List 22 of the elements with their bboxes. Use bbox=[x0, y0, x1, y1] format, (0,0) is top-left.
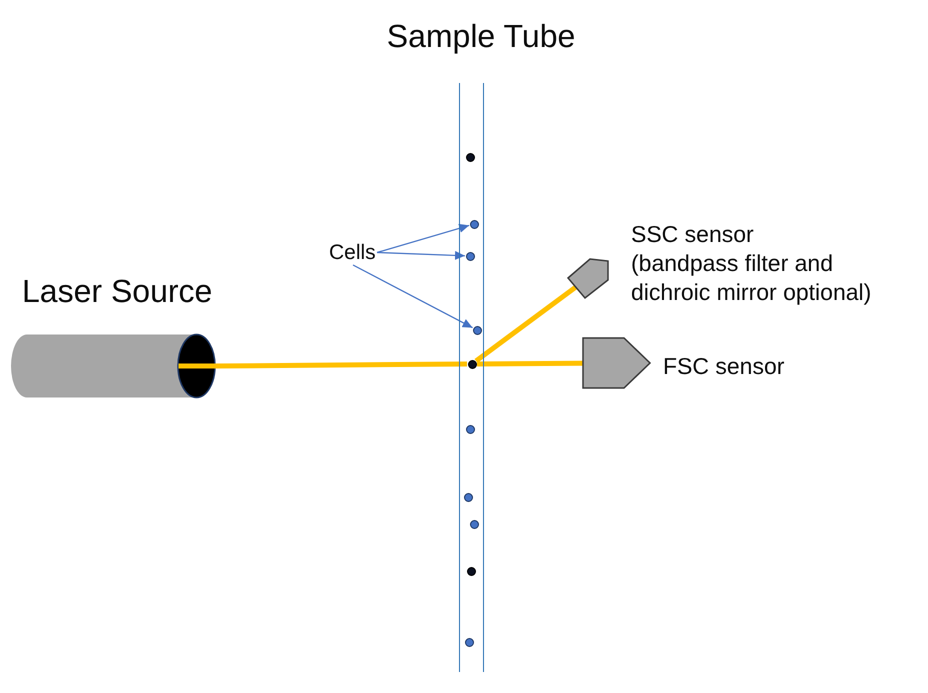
cell-dot bbox=[472, 326, 482, 334]
leader-arrow bbox=[352, 264, 473, 328]
callout-label: Cells bbox=[329, 240, 376, 265]
cell-dot bbox=[466, 252, 474, 260]
leader-arrow bbox=[376, 224, 470, 254]
sensor-label: FSC sensor bbox=[663, 352, 786, 381]
beam-line bbox=[216, 362, 468, 368]
tube-heading: Sample Tube bbox=[386, 18, 576, 55]
leader-arrow bbox=[376, 250, 466, 260]
cell-dot bbox=[468, 360, 476, 368]
laser-heading: Laser Source bbox=[22, 273, 212, 310]
cell-dot bbox=[470, 220, 478, 228]
sensor-label: (bandpass filter and dichroic mirror optional) bbox=[631, 249, 872, 307]
beam-line bbox=[474, 285, 578, 363]
cell-dot bbox=[466, 152, 474, 162]
cell-dot bbox=[464, 638, 474, 646]
beam-line bbox=[476, 360, 584, 366]
cell-dot bbox=[466, 424, 474, 434]
cell-dot bbox=[464, 492, 472, 502]
sensor-label: SSC sensor bbox=[631, 220, 755, 249]
cell-dot bbox=[470, 520, 478, 528]
cell-dot bbox=[466, 566, 476, 576]
